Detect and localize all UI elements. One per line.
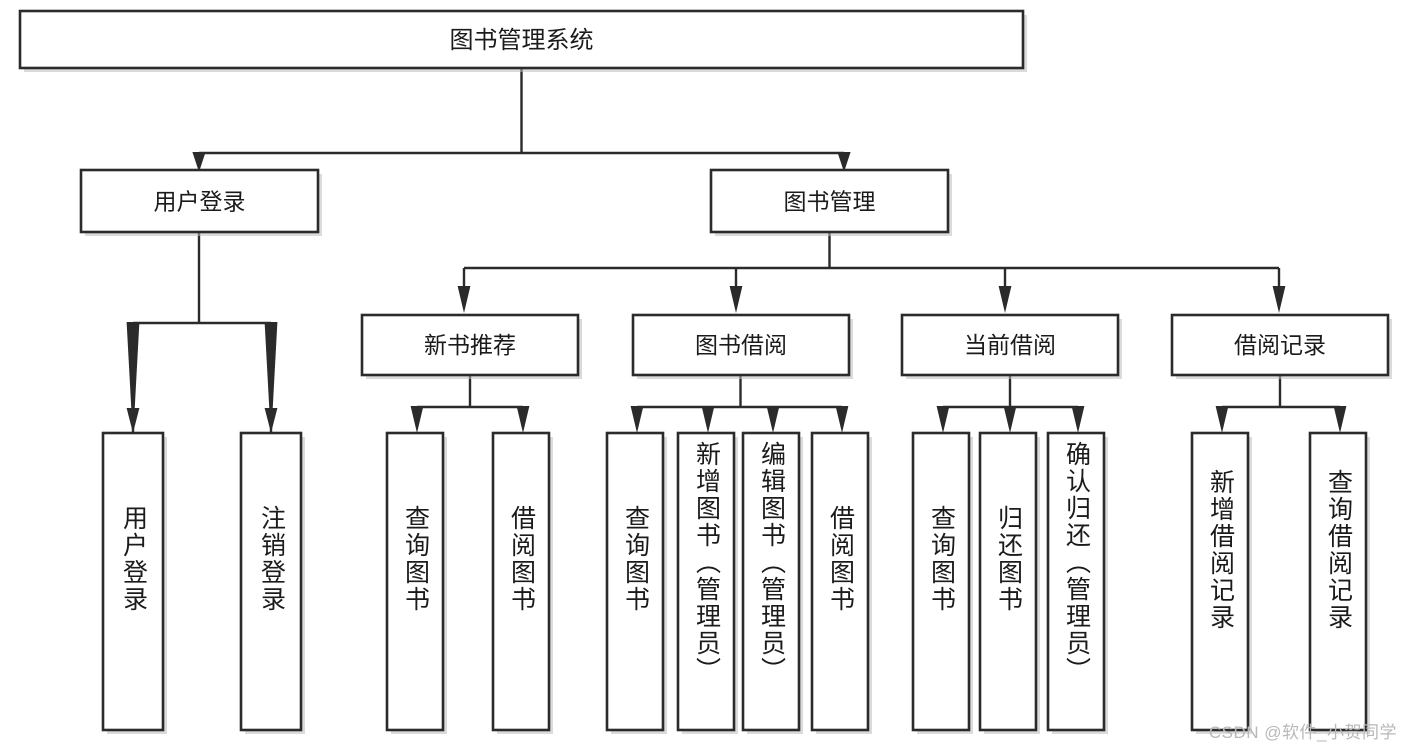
node-current-borrow-label: 当前借阅 [964,332,1056,358]
node-new-book-recommend[interactable] [360,313,580,377]
leaf-node-bb-add-book[interactable] [676,431,736,732]
connector-layer [126,68,1347,440]
node-user-login-label: 用户登录 [154,189,246,215]
node-layer: 图书管理系统 用户登录 图书管理 新书推荐 图书借阅 当前借阅 [18,9,1392,734]
leaf-node-bb-edit-book[interactable] [741,431,801,732]
arrowhead-br-leaf-1 [1215,406,1229,433]
arrowhead-bb-leaf-1 [630,406,644,433]
arrowhead-bb-leaf-3 [766,406,780,433]
arrowhead-cb-leaf-3 [1071,406,1085,433]
leaf-node-logout[interactable] [239,431,303,732]
node-user-login[interactable] [79,168,320,234]
arrowhead-book-mgmt [837,152,851,172]
leaf-node-br-query-record[interactable] [1308,431,1368,732]
leaf-node-cb-return-book[interactable] [978,431,1038,732]
node-book-borrow[interactable] [631,313,851,377]
node-book-management[interactable] [709,168,950,234]
leaf-node-cb-query-book[interactable] [911,431,971,732]
node-book-management-label: 图书管理 [784,189,876,215]
node-root-label: 图书管理系统 [450,27,594,54]
arrowhead-current-borrow [998,286,1012,313]
arrowhead-bb-leaf-4 [835,406,849,433]
leaf-node-nbr-borrow-book[interactable] [491,431,551,732]
node-current-borrow[interactable] [900,313,1120,377]
arrowhead-cb-leaf-1 [936,406,950,433]
arrowhead-cb-leaf-2 [1003,406,1017,433]
leaf-node-cb-confirm-return[interactable] [1046,431,1106,732]
leaf-node-bb-borrow-book[interactable] [810,431,870,732]
node-borrow-record[interactable] [1170,313,1390,377]
watermark-text: CSDN @软件_小贺同学 [1208,723,1397,742]
leaf-node-bb-query-book[interactable] [605,431,665,732]
arrowhead-borrow-record [1272,286,1286,313]
node-new-book-recommend-label: 新书推荐 [424,332,516,358]
arrowhead-nbr-leaf-2 [516,406,530,433]
arrowhead-drop-user-login [126,408,140,433]
arrowhead-drop-logout [264,408,278,433]
arrowhead-bb-leaf-2 [701,406,715,433]
arrowhead-book-borrow [729,286,743,313]
leaf-node-nbr-query-book[interactable] [385,431,445,732]
node-root[interactable] [18,9,1025,70]
node-book-borrow-label: 图书借阅 [695,332,787,358]
arrowhead-nbr-leaf-1 [410,406,424,433]
leaf-node-user-login[interactable] [101,431,165,732]
leaf-node-br-add-record[interactable] [1190,431,1250,732]
arrowhead-br-leaf-2 [1333,406,1347,433]
arrowhead-user-login [192,152,206,172]
arrowhead-new-book [457,286,471,313]
node-borrow-record-label: 借阅记录 [1234,332,1326,358]
